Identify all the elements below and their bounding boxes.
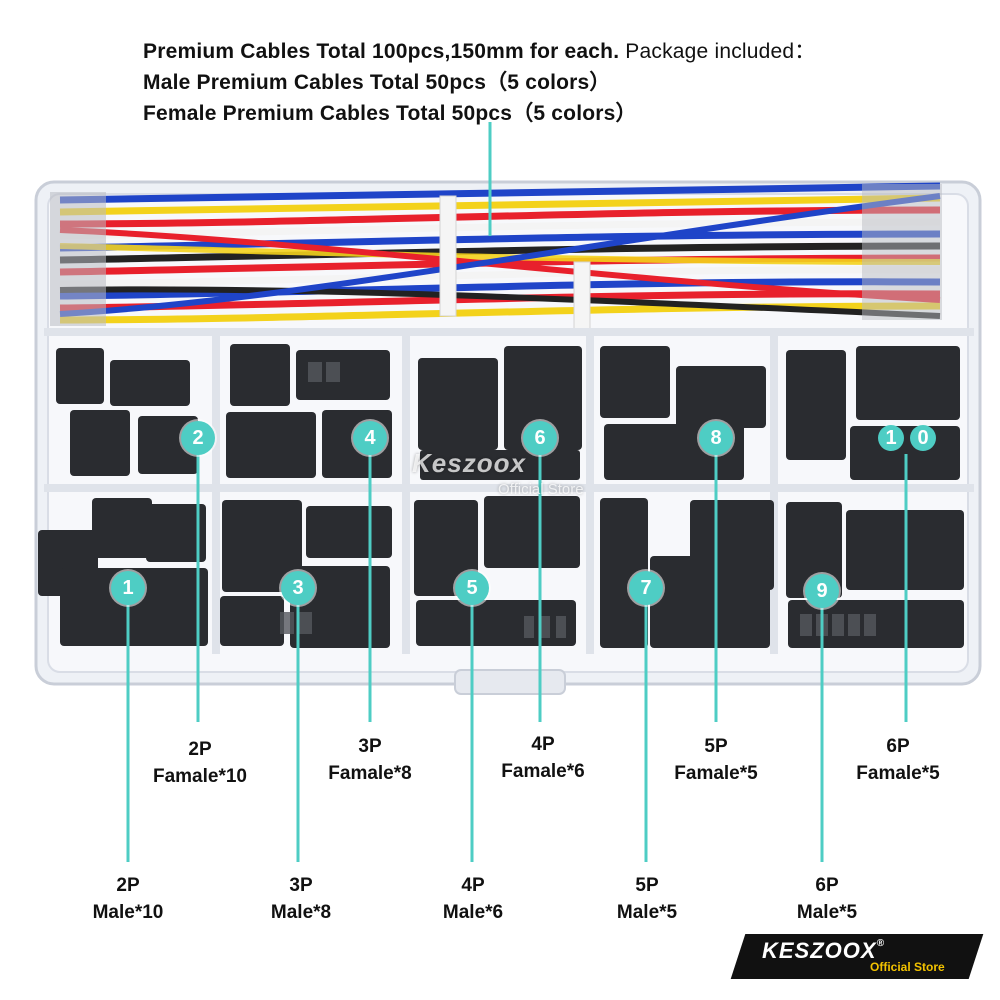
label-5p-male: 5P Male*5: [572, 872, 722, 926]
logo-text: KESZOOX: [762, 938, 877, 963]
badge-4: 4: [353, 421, 387, 455]
badge-10: 1 0: [872, 421, 942, 455]
label-4p-female: 4P Famale*6: [468, 731, 618, 785]
header-line1-suffix: Package included：: [625, 40, 816, 63]
label-desc: Famale*6: [501, 761, 585, 782]
label-2p-female: 2P Famale*10: [125, 736, 275, 790]
label-size: 6P: [886, 736, 910, 757]
label-desc: Male*10: [92, 902, 164, 923]
connector-piles: [38, 344, 964, 648]
label-2p-male: 2P Male*10: [53, 872, 203, 926]
label-desc: Male*5: [616, 902, 678, 923]
badge-3: 3: [281, 571, 315, 605]
label-6p-male: 6P Male*5: [752, 872, 902, 926]
badge-2: 2: [181, 421, 215, 455]
watermark-sub: Official Store: [498, 481, 584, 498]
label-3p-male: 3P Male*8: [226, 872, 376, 926]
label-desc: Male*5: [796, 902, 858, 923]
header-line3: Female Premium Cables Total 50pcs（5 colo…: [143, 102, 637, 125]
label-desc: Famale*5: [856, 763, 940, 784]
brand-logo: KESZOOX® Official Store: [730, 934, 984, 979]
header-line2: Male Premium Cables Total 50pcs（5 colors…: [143, 71, 611, 94]
badge-8: 8: [699, 421, 733, 455]
badge-10-digit-0: 0: [910, 425, 936, 451]
logo-subtitle: Official Store: [870, 960, 945, 974]
label-desc: Male*6: [442, 902, 504, 923]
label-size: 2P: [116, 875, 140, 896]
badge-6: 6: [523, 421, 557, 455]
badge-10-digit-1: 1: [878, 425, 904, 451]
label-5p-female: 5P Famale*5: [641, 733, 791, 787]
label-6p-female: 6P Famale*5: [823, 733, 973, 787]
label-size: 6P: [815, 875, 839, 896]
label-size: 4P: [461, 875, 485, 896]
badge-1: 1: [111, 571, 145, 605]
label-size: 5P: [635, 875, 659, 896]
label-size: 3P: [289, 875, 313, 896]
logo-brand-name: KESZOOX®: [762, 938, 885, 963]
label-desc: Male*8: [270, 902, 332, 923]
header-line1: Premium Cables Total 100pcs,150mm for ea…: [143, 40, 620, 63]
label-3p-female: 3P Famale*8: [295, 733, 445, 787]
label-desc: Famale*10: [152, 766, 247, 787]
label-desc: Famale*5: [674, 763, 758, 784]
label-size: 3P: [358, 736, 382, 757]
label-size: 2P: [188, 739, 212, 760]
leader-lines: [126, 122, 908, 862]
cable-bundle: [50, 182, 942, 331]
label-4p-male: 4P Male*6: [398, 872, 548, 926]
label-size: 5P: [704, 736, 728, 757]
badge-9: 9: [805, 574, 839, 608]
label-desc: Famale*8: [328, 763, 412, 784]
badge-7: 7: [629, 571, 663, 605]
package-description: Premium Cables Total 100pcs,150mm for ea…: [143, 36, 815, 129]
badge-5: 5: [455, 571, 489, 605]
watermark-brand: Keszoox: [412, 448, 526, 478]
label-size: 4P: [531, 734, 555, 755]
